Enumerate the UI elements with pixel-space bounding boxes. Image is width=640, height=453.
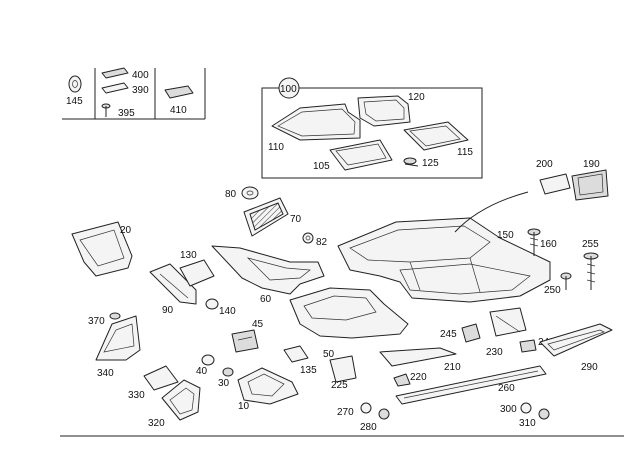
bracket-50 (329, 355, 357, 383)
label-20: 20 (120, 225, 132, 236)
pad-390 (101, 82, 129, 94)
label-82: 82 (316, 237, 328, 248)
label-125: 125 (422, 158, 439, 169)
label-160: 160 (540, 239, 557, 250)
label-220: 220 (410, 372, 427, 383)
access-cover-70 (243, 197, 289, 237)
label-230: 230 (486, 347, 503, 358)
label-110: 110 (268, 142, 284, 153)
label-40: 40 (196, 366, 208, 377)
label-90: 90 (162, 305, 174, 316)
label-290: 290 (581, 362, 598, 373)
floor-mat-set-box (261, 77, 483, 179)
plug-82 (302, 232, 314, 244)
cover-200 (539, 173, 571, 195)
bracket-90 (149, 263, 197, 305)
label-340: 340 (97, 368, 114, 379)
floor-mat-front-left-110 (271, 103, 361, 141)
label-260: 260 (498, 383, 515, 394)
label-30: 30 (218, 378, 230, 389)
label-105: 105 (313, 161, 330, 172)
small-parts-table (62, 68, 206, 120)
pad-400 (101, 67, 129, 79)
label-330: 330 (128, 390, 145, 401)
floor-carpet-main-150 (337, 217, 551, 303)
leader-line-150 (454, 191, 529, 233)
label-390: 390 (132, 85, 149, 96)
clip-160 (527, 228, 541, 256)
clip-220 (393, 373, 411, 387)
insulation-130 (179, 259, 215, 287)
cover-190 (571, 169, 609, 201)
plug-40 (201, 354, 215, 366)
clip-255 (583, 252, 599, 290)
label-115: 115 (457, 147, 473, 158)
bracket-330 (143, 365, 179, 391)
label-245: 245 (440, 329, 457, 340)
label-320: 320 (148, 418, 165, 429)
side-trim-panel-20 (71, 221, 133, 277)
label-145: 145 (66, 96, 83, 107)
label-395: 395 (118, 108, 135, 119)
rear-insulation-section (289, 287, 409, 339)
clip-310 (538, 408, 550, 420)
screw-370 (109, 312, 121, 320)
label-45: 45 (252, 319, 264, 330)
label-80: 80 (225, 189, 237, 200)
label-225: 225 (331, 380, 348, 391)
label-370: 370 (88, 316, 105, 327)
clip-280 (378, 408, 390, 420)
sill-panel-210 (379, 347, 457, 367)
grommet-140 (205, 298, 219, 310)
label-200: 200 (536, 159, 553, 170)
label-10: 10 (238, 401, 250, 412)
cover-135 (283, 345, 309, 363)
strap-230 (489, 307, 527, 337)
clip-240 (519, 339, 537, 353)
label-280: 280 (360, 422, 377, 433)
label-150: 150 (497, 230, 514, 241)
label-255: 255 (582, 239, 599, 250)
insulation-10 (237, 367, 299, 405)
label-100: 100 (280, 84, 297, 95)
clip-245 (461, 323, 481, 343)
label-120: 120 (408, 92, 425, 103)
mat-clip-125 (403, 157, 419, 167)
label-190: 190 (583, 159, 600, 170)
floor-mat-front-right-120 (357, 95, 411, 127)
cap-80 (241, 186, 259, 200)
label-250: 250 (544, 285, 561, 296)
label-70: 70 (290, 214, 302, 225)
door-sill-long (395, 365, 547, 405)
floor-mat-rear-right-115 (403, 121, 469, 151)
screw-395 (101, 103, 111, 117)
label-270: 270 (337, 407, 354, 418)
label-140: 140 (219, 306, 236, 317)
pad-410 (164, 85, 194, 99)
plug-30 (222, 367, 234, 377)
grommet-145 (68, 75, 82, 93)
trim-panel-340 (95, 315, 141, 361)
clip-45 (231, 329, 259, 353)
floor-mat-rear-left-105 (329, 139, 393, 171)
label-310: 310 (519, 418, 536, 429)
rocker-panel-290 (539, 323, 613, 357)
label-135: 135 (300, 365, 317, 376)
label-400: 400 (132, 70, 149, 81)
label-410: 410 (170, 105, 187, 116)
label-50: 50 (323, 349, 335, 360)
label-60: 60 (260, 294, 272, 305)
bracket-320 (161, 379, 201, 421)
front-floor-insulation-60 (211, 245, 325, 295)
clip-300 (520, 402, 532, 414)
clip-270 (360, 402, 372, 414)
label-300: 300 (500, 404, 517, 415)
label-130: 130 (180, 250, 197, 261)
label-210: 210 (444, 362, 461, 373)
clip-250 (560, 272, 572, 290)
